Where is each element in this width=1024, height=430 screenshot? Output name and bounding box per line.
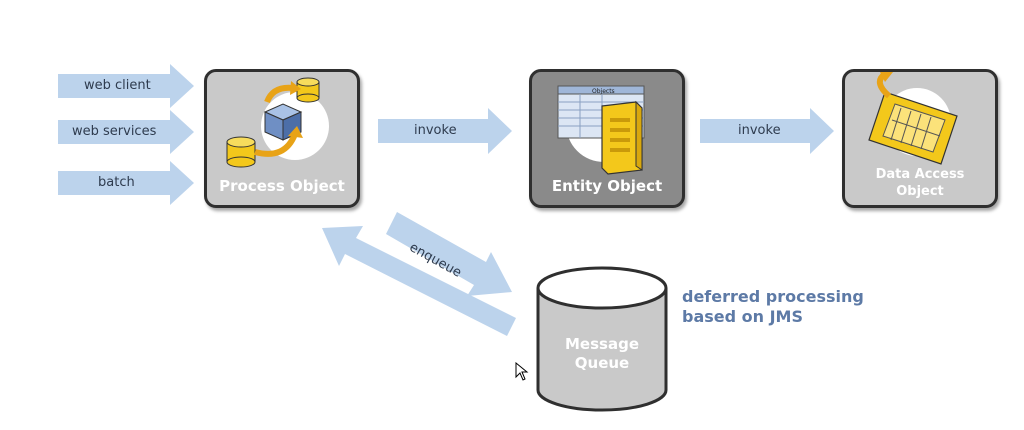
entity-object-label: Entity Object — [551, 177, 663, 195]
process-object-box: Process Object — [204, 69, 360, 208]
deferred-processing-note-line2: based on JMS — [682, 307, 803, 326]
message-queue-label-line2: Queue — [574, 354, 630, 372]
data-access-object-box: Data Access Object — [842, 69, 998, 208]
deferred-processing-note-line1: deferred processing — [682, 287, 864, 306]
web-services-arrow — [58, 110, 194, 154]
entity-table-tab: Objects — [592, 88, 615, 95]
input-label-web-services: web services — [72, 124, 157, 139]
data-access-object-label-line1: Data Access — [875, 167, 965, 182]
message-queue-cylinder — [536, 266, 668, 412]
return-arrow — [322, 226, 516, 336]
web-client-arrow — [58, 64, 194, 108]
invoke-arrow-2 — [700, 108, 834, 154]
data-access-object-label-line2: Object — [896, 184, 944, 199]
batch-arrow — [58, 161, 194, 205]
entity-object-icon: Objects — [557, 85, 645, 175]
input-label-web-client: web client — [84, 78, 151, 93]
process-object-label: Process Object — [219, 177, 345, 195]
data-access-object-icon — [868, 72, 958, 165]
invoke-label-1: invoke — [414, 123, 457, 138]
input-label-batch: batch — [98, 175, 135, 190]
enqueue-arrow — [386, 212, 512, 296]
entity-object-box: Objects Entity Object — [529, 69, 685, 208]
mouse-cursor-icon — [515, 362, 529, 381]
message-queue-label-line1: Message — [565, 335, 639, 353]
invoke-label-2: invoke — [738, 123, 781, 138]
invoke-arrow-1 — [378, 108, 512, 154]
process-object-icon — [226, 77, 329, 168]
